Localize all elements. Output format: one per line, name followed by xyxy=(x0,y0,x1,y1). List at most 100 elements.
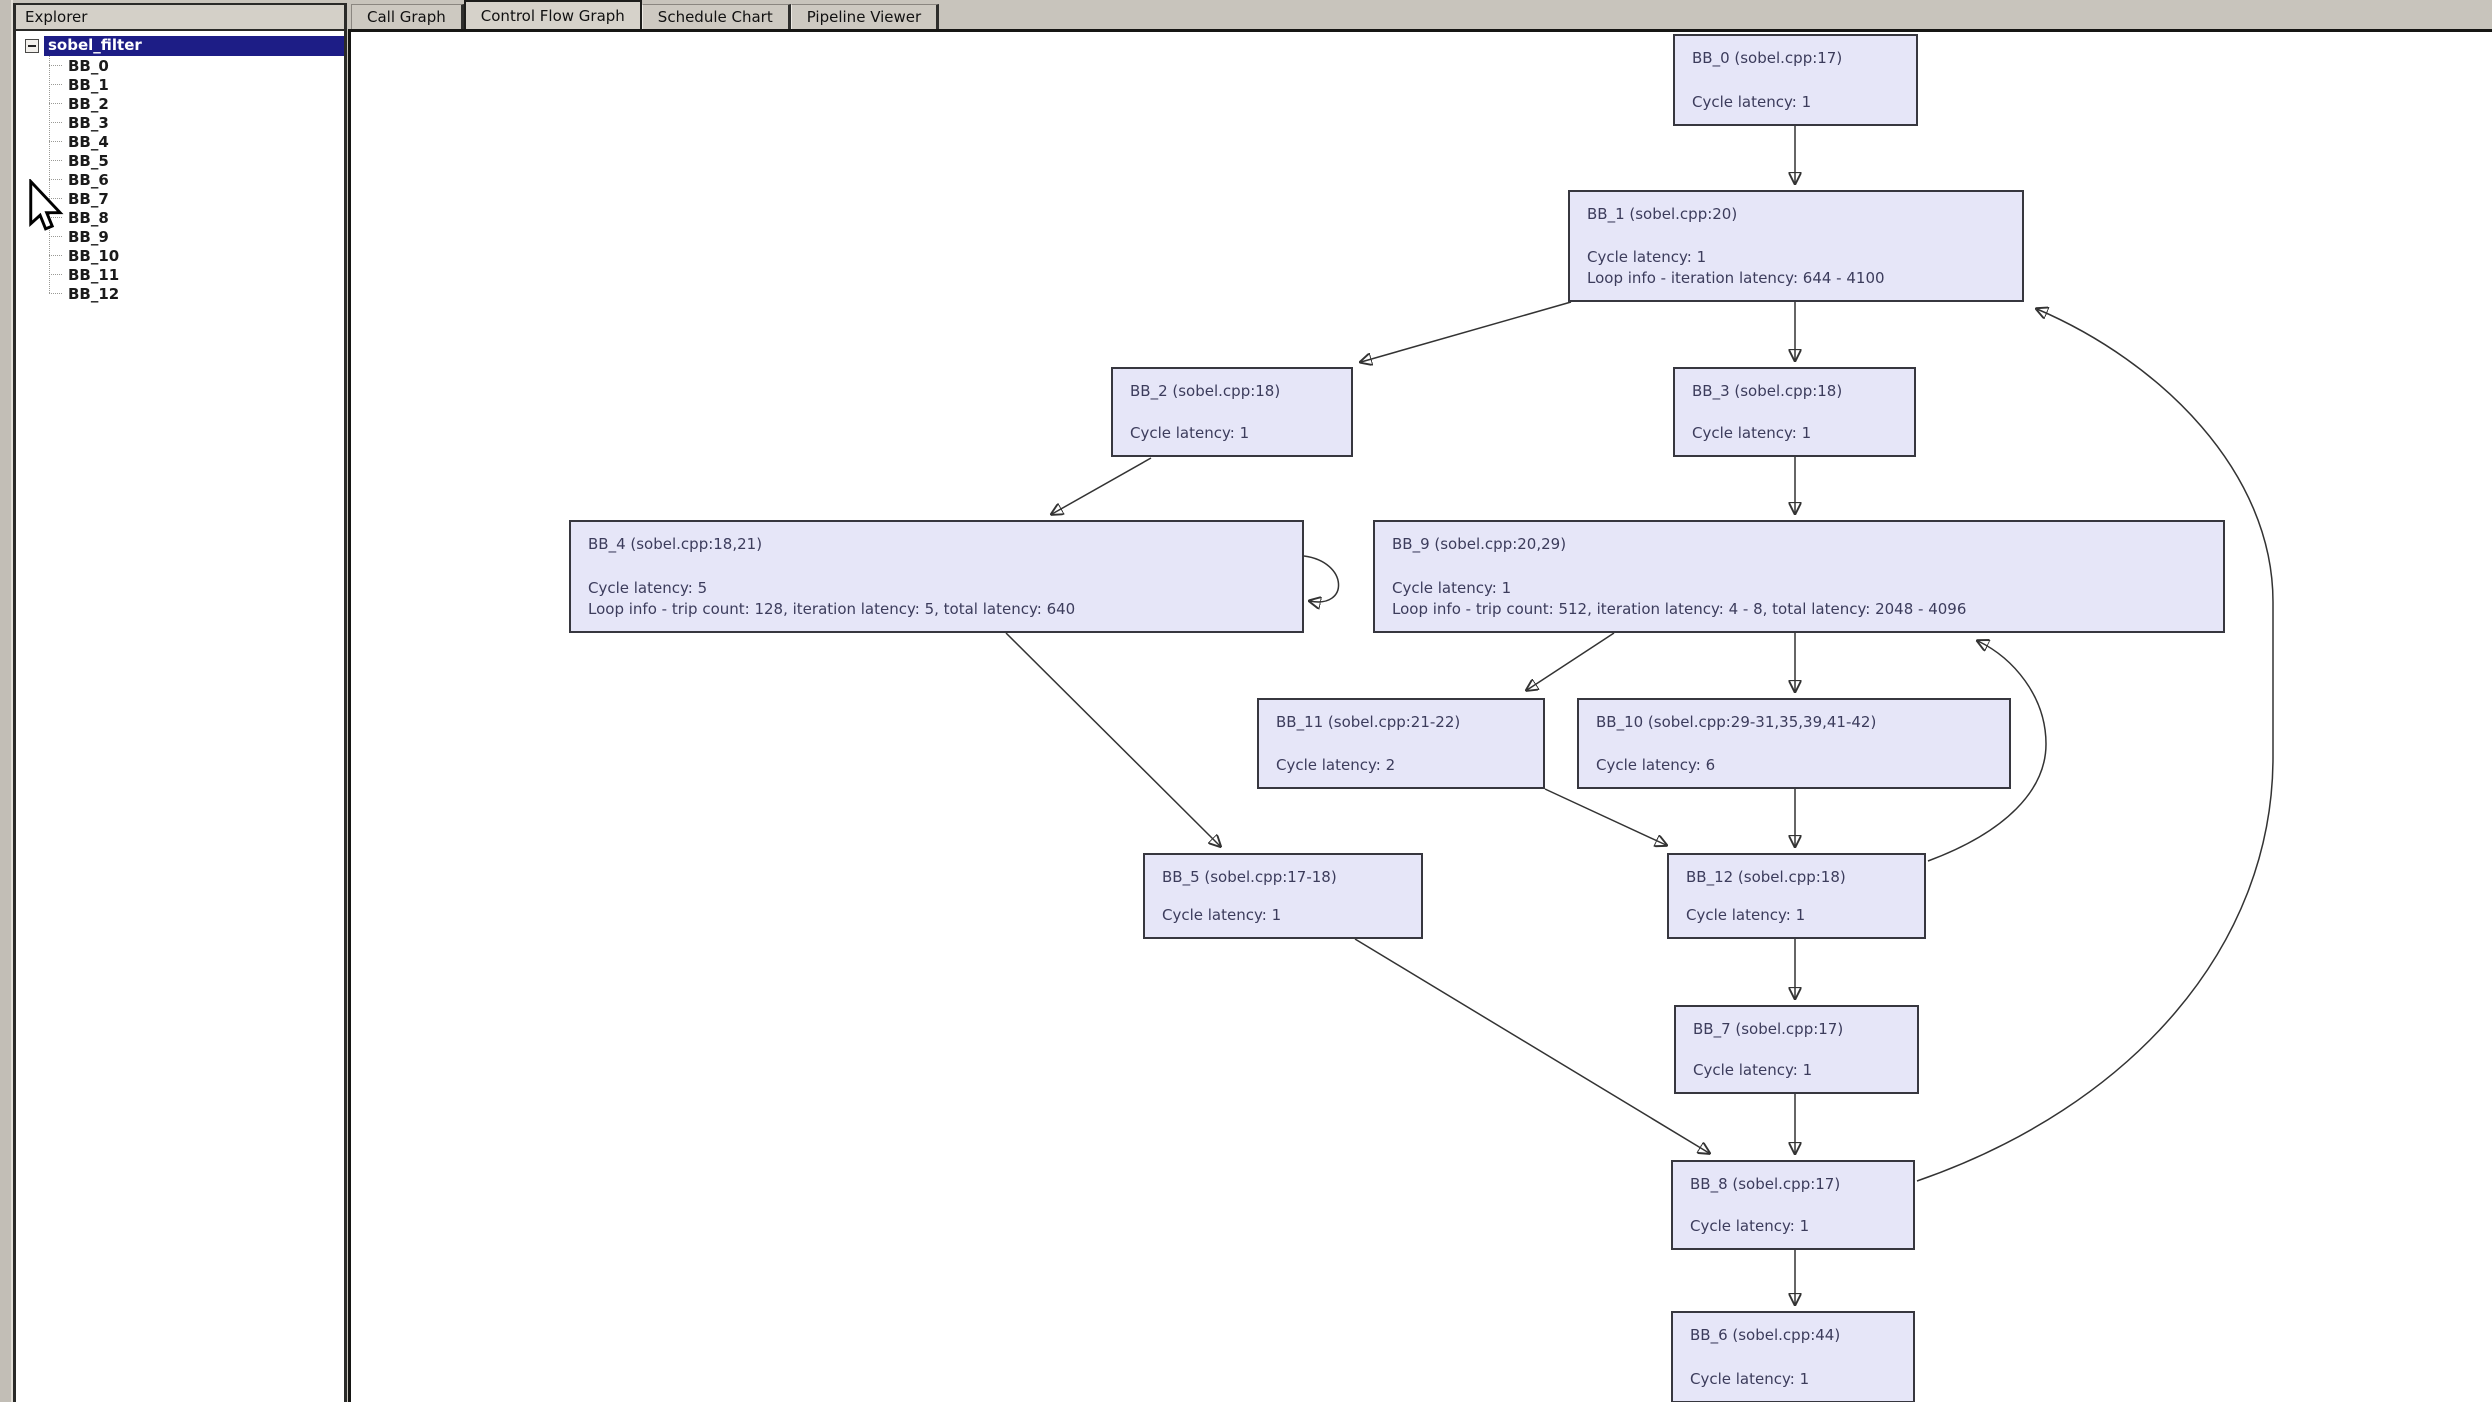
tree-root-label[interactable]: sobel_filter xyxy=(44,36,344,56)
node-title: BB_0 (sobel.cpp:17) xyxy=(1692,49,1843,67)
tree-item-label: BB_7 xyxy=(68,189,109,208)
graph-edge-bb-4-to-bb-4 xyxy=(1303,555,1340,602)
node-detail-lines: Cycle latency: 1 xyxy=(1686,905,1907,926)
node-detail-line: Cycle latency: 1 xyxy=(1692,424,1812,442)
graph-edge-bb-5-to-bb-8 xyxy=(1354,938,1709,1153)
tree-item-bb-8[interactable]: BB_8 xyxy=(49,208,344,227)
tab-call-graph[interactable]: Call Graph xyxy=(351,4,464,29)
node-title: BB_3 (sobel.cpp:18) xyxy=(1692,382,1843,400)
graph-node-bb-4[interactable]: BB_4 (sobel.cpp:18,21) Cycle latency: 5 Lo… xyxy=(569,520,1304,633)
tree-item-bb-10[interactable]: BB_10 xyxy=(49,246,344,265)
node-detail-line: Cycle latency: 1 xyxy=(1690,1370,1810,1388)
tree-branch-icon xyxy=(49,255,62,256)
tree-branch-icon xyxy=(49,103,62,104)
node-detail-line: Cycle latency: 5 xyxy=(588,579,708,597)
node-detail-lines: Cycle latency: 1 xyxy=(1692,423,1897,444)
tree-item-label: BB_8 xyxy=(68,208,109,227)
tree-branch-icon xyxy=(49,65,62,66)
node-detail-line: Cycle latency: 1 xyxy=(1162,906,1282,924)
node-detail-lines: Cycle latency: 1 xyxy=(1690,1216,1896,1237)
node-title: BB_8 (sobel.cpp:17) xyxy=(1690,1175,1841,1193)
node-title: BB_7 (sobel.cpp:17) xyxy=(1693,1020,1844,1038)
node-detail-line: Cycle latency: 6 xyxy=(1596,756,1716,774)
node-detail-lines: Cycle latency: 2 xyxy=(1276,755,1526,776)
tree-branch-icon xyxy=(49,84,62,85)
graph-edge-bb-8-to-bb-1 xyxy=(1916,309,2274,1182)
tree-root-row[interactable]: sobel_filter xyxy=(16,36,344,56)
node-detail-line: Cycle latency: 1 xyxy=(1693,1061,1813,1079)
graph-edges xyxy=(1005,126,2274,1402)
tree-branch-icon xyxy=(49,179,62,180)
graph-node-bb-3[interactable]: BB_3 (sobel.cpp:18) Cycle latency: 1 xyxy=(1673,367,1916,457)
tree-branch-icon xyxy=(49,160,62,161)
tree-item-bb-7[interactable]: BB_7 xyxy=(49,189,344,208)
graph-edge-bb-2-to-bb-4 xyxy=(1052,457,1152,514)
graph-node-bb-5[interactable]: BB_5 (sobel.cpp:17-18)Cycle latency: 1 xyxy=(1143,853,1423,939)
tree-item-label: BB_9 xyxy=(68,227,109,246)
node-detail-line: Loop info - trip count: 512, iteration l… xyxy=(1392,600,1967,618)
tree-branch-icon xyxy=(49,293,62,294)
node-title: BB_2 (sobel.cpp:18) xyxy=(1130,382,1281,400)
graph-edge-bb-12-to-bb-9 xyxy=(1927,641,2047,862)
graph-node-bb-6[interactable]: BB_6 (sobel.cpp:44) Cycle latency: 1 xyxy=(1671,1311,1915,1402)
graph-node-bb-2[interactable]: BB_2 (sobel.cpp:18) Cycle latency: 1 xyxy=(1111,367,1353,457)
node-title: BB_6 (sobel.cpp:44) xyxy=(1690,1326,1841,1344)
node-detail-lines: Cycle latency: 6 xyxy=(1596,755,1992,776)
node-title: BB_10 (sobel.cpp:29-31,35,39,41-42) xyxy=(1596,713,1877,731)
tree-branch-icon xyxy=(49,122,62,123)
node-detail-line: Cycle latency: 1 xyxy=(1130,424,1250,442)
tree-item-bb-3[interactable]: BB_3 xyxy=(49,113,344,132)
window-left-edge xyxy=(0,0,13,1402)
tree-item-bb-0[interactable]: BB_0 xyxy=(49,56,344,75)
graph-node-bb-0[interactable]: BB_0 (sobel.cpp:17) Cycle latency: 1 xyxy=(1673,34,1918,126)
tree-item-label: BB_10 xyxy=(68,246,120,265)
explorer-title: Explorer xyxy=(25,8,88,26)
node-detail-line: Cycle latency: 1 xyxy=(1692,93,1812,111)
tree-branch-icon xyxy=(49,236,62,237)
explorer-header: Explorer xyxy=(16,5,344,31)
tree-item-bb-2[interactable]: BB_2 xyxy=(49,94,344,113)
node-detail-lines: Cycle latency: 1 xyxy=(1690,1369,1896,1390)
node-detail-lines: Cycle latency: 1 xyxy=(1130,423,1334,444)
tree-item-label: BB_12 xyxy=(68,284,120,303)
tree-item-bb-12[interactable]: BB_12 xyxy=(49,284,344,303)
tree-branch-icon xyxy=(49,141,62,142)
tree-item-bb-5[interactable]: BB_5 xyxy=(49,151,344,170)
graph-edge-bb-11-to-bb-12 xyxy=(1544,788,1666,845)
tree-branch-icon xyxy=(49,274,62,275)
tab-control-flow-graph[interactable]: Control Flow Graph xyxy=(463,0,642,29)
tree-item-bb-9[interactable]: BB_9 xyxy=(49,227,344,246)
tree-item-label: BB_6 xyxy=(68,170,109,189)
graph-node-bb-7[interactable]: BB_7 (sobel.cpp:17) Cycle latency: 1 xyxy=(1674,1005,1919,1094)
node-detail-line: Loop info - trip count: 128, iteration l… xyxy=(588,600,1076,618)
tree-item-bb-6[interactable]: BB_6 xyxy=(49,170,344,189)
graph-edge-bb-1-to-bb-2 xyxy=(1361,301,1572,362)
node-title: BB_4 (sobel.cpp:18,21) xyxy=(588,535,763,553)
graph-node-bb-12[interactable]: BB_12 (sobel.cpp:18)Cycle latency: 1 xyxy=(1667,853,1926,939)
tab-schedule-chart[interactable]: Schedule Chart xyxy=(641,4,791,29)
graph-node-bb-10[interactable]: BB_10 (sobel.cpp:29-31,35,39,41-42) Cycle… xyxy=(1577,698,2011,789)
collapse-icon[interactable] xyxy=(25,39,39,53)
graph-node-bb-11[interactable]: BB_11 (sobel.cpp:21-22) Cycle latency: 2 xyxy=(1257,698,1545,789)
tree-item-bb-1[interactable]: BB_1 xyxy=(49,75,344,94)
node-title: BB_11 (sobel.cpp:21-22) xyxy=(1276,713,1461,731)
tree-item-bb-11[interactable]: BB_11 xyxy=(49,265,344,284)
node-detail-lines: Cycle latency: 5 Loop info - trip count: … xyxy=(588,578,1285,620)
tree-branch-icon xyxy=(49,217,62,218)
node-detail-line: Cycle latency: 1 xyxy=(1587,248,1707,266)
tab-pipeline-viewer[interactable]: Pipeline Viewer xyxy=(790,4,940,29)
graph-node-bb-8[interactable]: BB_8 (sobel.cpp:17) Cycle latency: 1 xyxy=(1671,1160,1915,1250)
tree-item-label: BB_3 xyxy=(68,113,109,132)
tree-item-bb-4[interactable]: BB_4 xyxy=(49,132,344,151)
node-detail-line: Cycle latency: 1 xyxy=(1690,1217,1810,1235)
node-detail-line: Cycle latency: 1 xyxy=(1392,579,1512,597)
tree-item-label: BB_4 xyxy=(68,132,109,151)
node-detail-line: Cycle latency: 2 xyxy=(1276,756,1396,774)
node-detail-lines: Cycle latency: 1 Loop info - trip count: … xyxy=(1392,578,2206,620)
